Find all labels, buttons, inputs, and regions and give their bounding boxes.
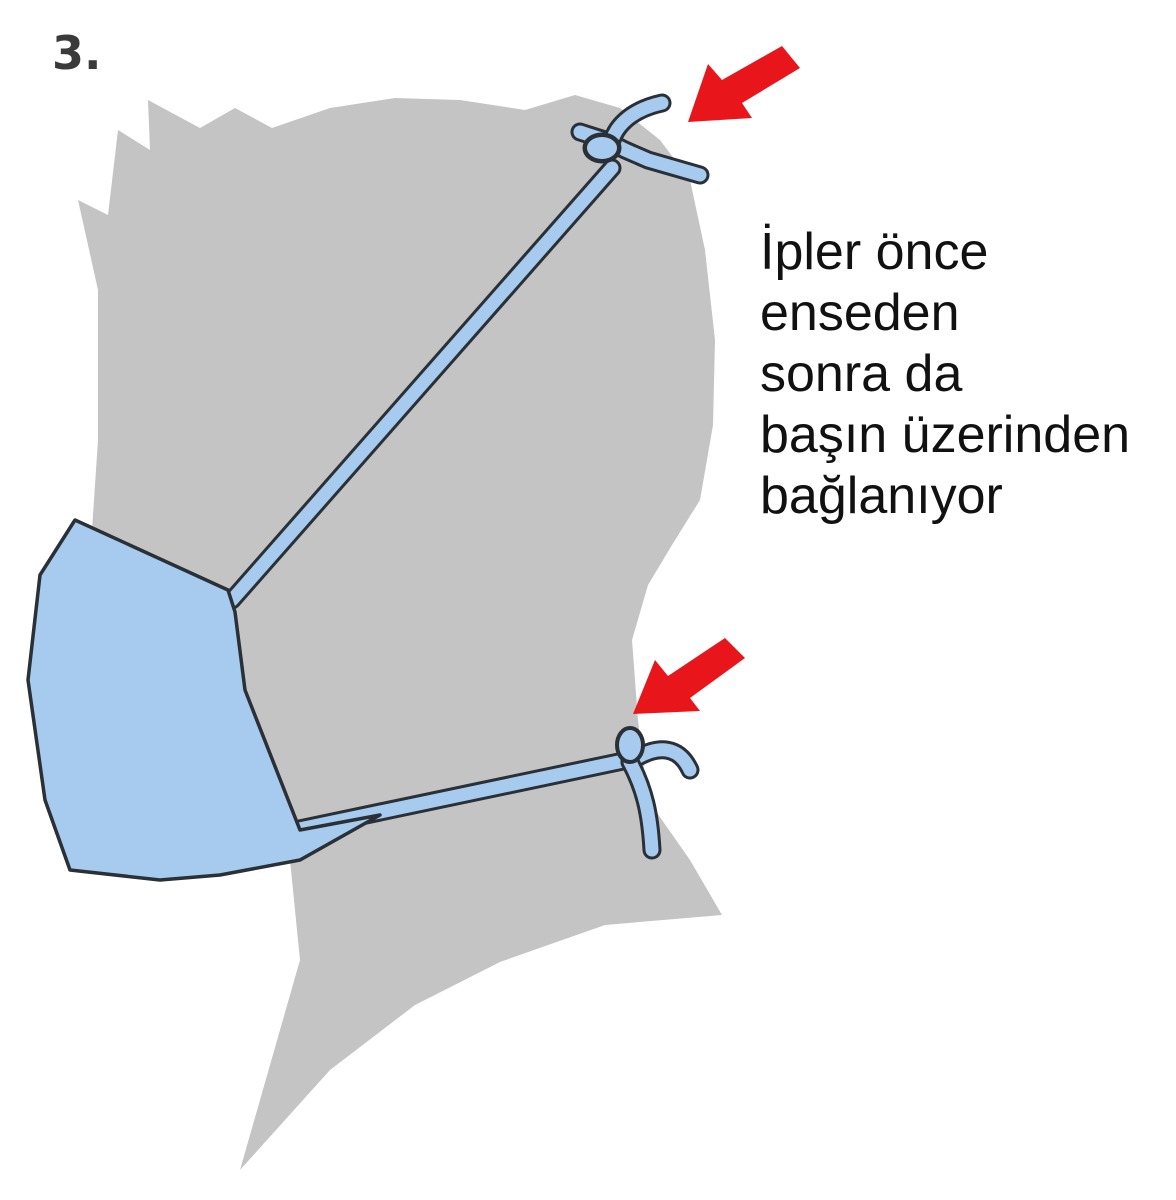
red-arrow-icon <box>688 46 800 122</box>
step-number: 3. <box>52 26 102 80</box>
red-arrow-icon <box>633 638 745 714</box>
caption-line: İpler önce <box>760 223 989 281</box>
bottom-knot <box>615 726 700 860</box>
head-silhouette-icon <box>78 95 722 1170</box>
caption-line: bağlanıyor <box>760 467 1003 525</box>
caption-line: sonra da <box>760 345 963 403</box>
caption-line: başın üzerinden <box>760 406 1131 464</box>
top-knot <box>570 93 710 185</box>
face-mask-icon <box>26 518 382 882</box>
caption-text: İpler önce enseden sonra da başın üzerin… <box>760 222 1176 527</box>
caption-line: enseden <box>760 284 960 342</box>
